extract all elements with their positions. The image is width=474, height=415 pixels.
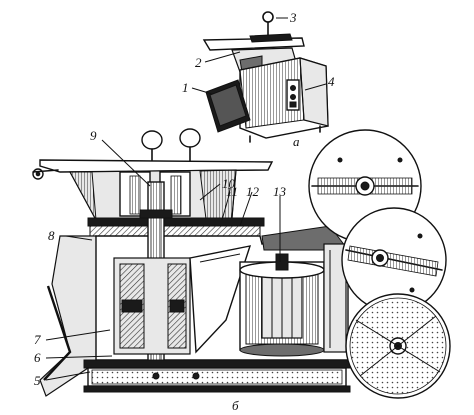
- label-7: 7: [34, 332, 41, 347]
- label-13: 13: [273, 184, 287, 199]
- pusher-knob-left: [141, 130, 163, 150]
- label-2: 2: [195, 55, 202, 70]
- view-a-machine: [191, 11, 329, 143]
- label-3: 3: [289, 10, 297, 25]
- slicing-disk-middle: [341, 207, 447, 313]
- label-1: 1: [182, 80, 189, 95]
- label-view-a: а: [293, 134, 300, 149]
- label-4: 4: [328, 74, 335, 89]
- label-12: 12: [246, 184, 260, 199]
- grating-disk-bottom: [345, 293, 451, 399]
- label-11: 11: [226, 184, 238, 199]
- label-10: 10: [222, 176, 236, 191]
- view-b-machine: [32, 128, 351, 397]
- cutting-disk-band: [87, 217, 265, 227]
- label-6: 6: [34, 350, 41, 365]
- pusher-knob-right: [179, 128, 201, 148]
- label-5: 5: [34, 373, 41, 388]
- base-plate: [83, 359, 351, 369]
- label-view-b: б: [232, 398, 239, 413]
- top-ring: [262, 11, 274, 23]
- cutting-disks: [308, 129, 451, 399]
- lid-plate-b: [39, 159, 274, 173]
- label-9: 9: [90, 128, 97, 143]
- label-8: 8: [48, 228, 55, 243]
